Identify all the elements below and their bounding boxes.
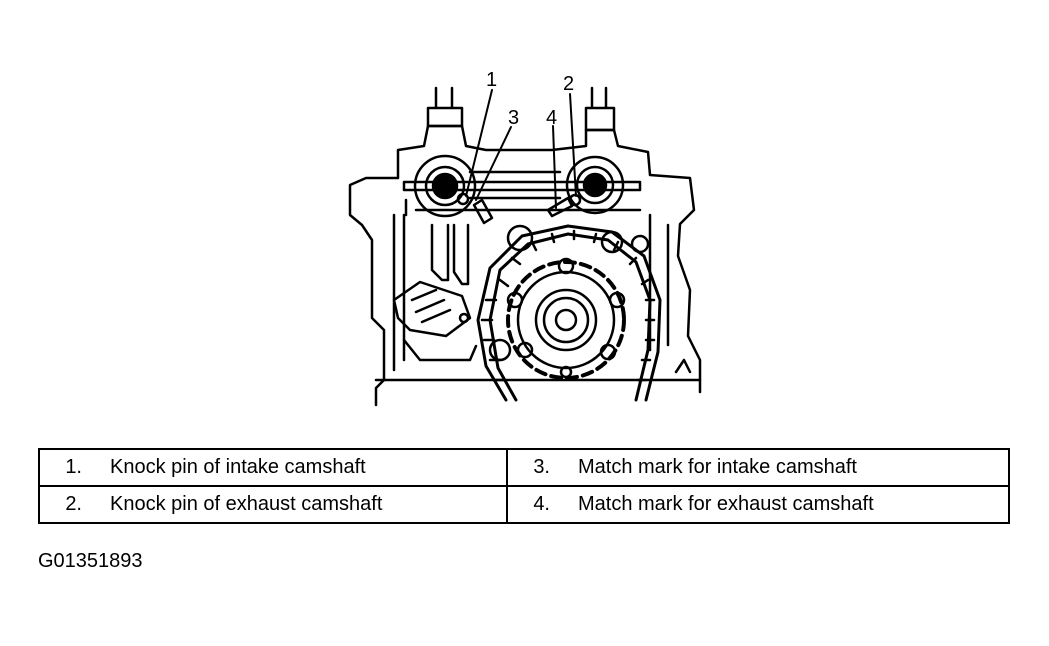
legend-text: Knock pin of intake camshaft bbox=[110, 456, 366, 478]
right-lower-detail bbox=[674, 358, 692, 374]
intake-match-mark bbox=[472, 198, 494, 225]
legend-row: 1. Knock pin of intake camshaft 3. Match m… bbox=[38, 448, 1010, 487]
legend-table: 1. Knock pin of intake camshaft 3. Match m… bbox=[38, 448, 1010, 524]
legend-number: 2. bbox=[65, 493, 82, 515]
callout-3: 3 bbox=[508, 107, 519, 129]
legend-row: 2. Knock pin of exhaust camshaft 4. Match … bbox=[38, 485, 1010, 524]
cylinder-head-outline bbox=[348, 124, 702, 407]
legend-cell: 1. Knock pin of intake camshaft bbox=[38, 448, 508, 487]
left-bracket bbox=[392, 223, 478, 362]
legend-number: 4. bbox=[533, 493, 550, 515]
legend-text: Knock pin of exhaust camshaft bbox=[110, 493, 383, 515]
intake-cam-pulley bbox=[413, 154, 477, 218]
head-inner-lines bbox=[374, 198, 702, 382]
engine-timing-diagram: 1 2 3 4 bbox=[348, 69, 702, 407]
crank-sprocket bbox=[506, 257, 626, 380]
callout-1: 1 bbox=[486, 69, 497, 91]
legend-number: 3. bbox=[533, 456, 550, 478]
callout-4: 4 bbox=[546, 107, 557, 129]
legend-text: Match mark for intake camshaft bbox=[578, 456, 857, 478]
callout-leaders bbox=[465, 89, 577, 209]
camshaft-ends bbox=[426, 86, 616, 132]
legend-number: 1. bbox=[65, 456, 82, 478]
legend-cell: 2. Knock pin of exhaust camshaft bbox=[38, 485, 508, 524]
timing-chain bbox=[476, 224, 662, 402]
legend-cell: 4. Match mark for exhaust camshaft bbox=[506, 485, 1010, 524]
callout-2: 2 bbox=[563, 73, 574, 95]
legend-cell: 3. Match mark for intake camshaft bbox=[506, 448, 1010, 487]
bolt-bosses bbox=[488, 224, 650, 362]
exhaust-match-mark bbox=[546, 196, 574, 218]
legend-text: Match mark for exhaust camshaft bbox=[578, 493, 874, 515]
cam-bar bbox=[402, 170, 642, 200]
figure-id: G01351893 bbox=[38, 550, 143, 572]
